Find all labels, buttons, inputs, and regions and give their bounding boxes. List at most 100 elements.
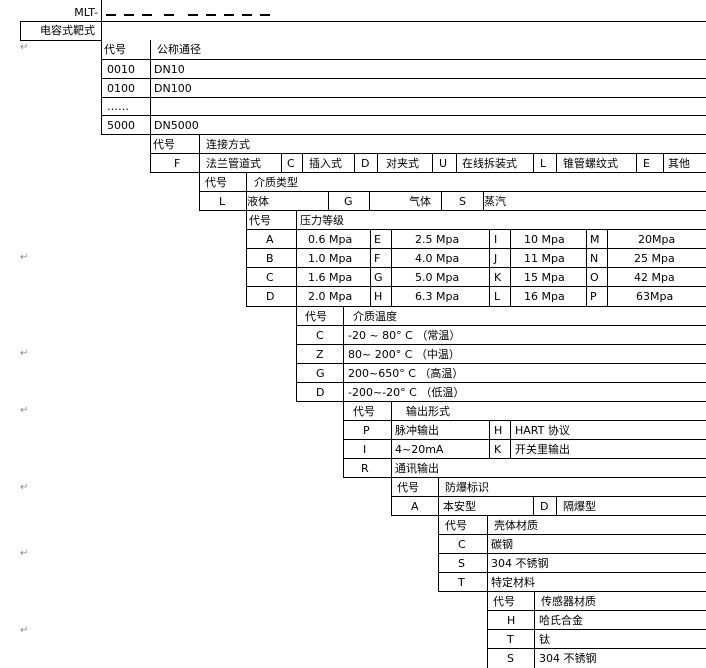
- output-code: K: [494, 443, 502, 456]
- medium-code: G: [344, 195, 353, 208]
- size-code: 0010: [107, 63, 135, 76]
- explosion-code-header: 代号: [397, 481, 419, 494]
- medium-code-header: 代号: [205, 176, 227, 189]
- pressure-value: 25 Mpa: [634, 252, 675, 265]
- temperature-value: 80~ 200° C （中温）: [348, 348, 460, 361]
- explosion-value: 隔爆型: [563, 500, 596, 513]
- connection-code: F: [174, 157, 181, 170]
- connection-title: 连接方式: [206, 138, 250, 151]
- connection-code-header: 代号: [153, 138, 175, 151]
- output-code: P: [363, 424, 370, 437]
- output-code: R: [361, 462, 369, 475]
- explosion-code: A: [411, 500, 419, 513]
- pressure-code: O: [590, 271, 599, 284]
- pressure-code: H: [374, 290, 383, 303]
- housing-code: C: [458, 538, 466, 551]
- pressure-value: 63Mpa: [636, 290, 674, 303]
- connection-code: C: [287, 157, 295, 170]
- connection-value: 锥管螺纹式: [563, 157, 618, 170]
- sensor-title: 传感器材质: [541, 595, 596, 608]
- pressure-value: 0.6 Mpa: [308, 233, 353, 246]
- output-title: 输出形式: [406, 405, 450, 418]
- size-code: 0100: [107, 82, 135, 95]
- size-value: DN5000: [154, 119, 199, 132]
- housing-code: T: [458, 576, 465, 589]
- pressure-code: I: [494, 233, 498, 246]
- pressure-code: P: [590, 290, 597, 303]
- size-title: 公称通径: [157, 43, 201, 56]
- pressure-code: F: [374, 252, 381, 265]
- pressure-value: 2.5 Mpa: [415, 233, 460, 246]
- sensor-value: 哈氏合金: [539, 614, 583, 627]
- temperature-code: D: [316, 386, 325, 399]
- size-value: DN100: [154, 82, 192, 95]
- size-code-header: 代号: [104, 43, 126, 56]
- size-value: DN10: [154, 63, 185, 76]
- temperature-code: Z: [316, 348, 324, 361]
- housing-code: S: [458, 557, 465, 570]
- connection-value: 在线拆装式: [462, 157, 517, 170]
- pressure-code: N: [590, 252, 599, 265]
- housing-value: 特定材料: [491, 576, 535, 589]
- explosion-title: 防爆标识: [445, 481, 489, 494]
- output-value: 通讯输出: [395, 462, 439, 475]
- medium-value: 气体: [409, 195, 431, 208]
- pressure-value: 6.3 Mpa: [415, 290, 460, 303]
- medium-value: 蒸汽: [484, 195, 506, 208]
- pressure-value: 2.0 Mpa: [308, 290, 353, 303]
- pressure-value: 42 Mpa: [634, 271, 675, 284]
- output-value: HART 协议: [515, 424, 570, 437]
- pressure-code: C: [266, 271, 274, 284]
- temperature-value: -200~-20° C （低温）: [348, 386, 465, 399]
- medium-code: L: [219, 195, 226, 208]
- connection-code: L: [540, 157, 547, 170]
- pressure-value: 20Mpa: [638, 233, 676, 246]
- header-line: [20, 21, 706, 22]
- pressure-value: 4.0 Mpa: [415, 252, 460, 265]
- output-code-header: 代号: [353, 405, 375, 418]
- medium-code: S: [459, 195, 466, 208]
- temperature-title: 介质温度: [353, 310, 397, 323]
- pressure-code: J: [494, 252, 498, 265]
- size-code: ……: [107, 100, 129, 113]
- temperature-code: G: [316, 367, 325, 380]
- meter-type-bottom: [20, 40, 102, 41]
- pressure-value: 16 Mpa: [524, 290, 565, 303]
- model-prefix: MLT-: [74, 6, 98, 19]
- sensor-code: S: [507, 652, 514, 665]
- output-code: I: [363, 443, 367, 456]
- temperature-value: 200~650° C （高温）: [348, 367, 464, 380]
- pressure-code: L: [494, 290, 501, 303]
- header-divider: [101, 0, 102, 40]
- connection-value: 其他: [668, 157, 690, 170]
- medium-title: 介质类型: [254, 176, 298, 189]
- connection-code: E: [643, 157, 650, 170]
- pressure-code: G: [374, 271, 383, 284]
- sensor-code-header: 代号: [493, 595, 515, 608]
- output-value: 开关里输出: [515, 443, 570, 456]
- medium-value: 液体: [247, 195, 269, 208]
- pressure-code: A: [266, 233, 274, 246]
- explosion-code: D: [540, 500, 549, 513]
- pressure-code-header: 代号: [249, 214, 271, 227]
- sensor-value: 钛: [539, 633, 550, 646]
- output-value: 脉冲输出: [395, 424, 439, 437]
- pressure-code: K: [494, 271, 502, 284]
- housing-code-header: 代号: [445, 519, 467, 532]
- connection-value: 插入式: [309, 157, 342, 170]
- meter-type: 电容式靶式: [40, 24, 95, 37]
- sensor-value: 304 不锈钢: [539, 652, 597, 665]
- temperature-code-header: 代号: [305, 310, 327, 323]
- pressure-value: 5.0 Mpa: [415, 271, 460, 284]
- output-code: H: [494, 424, 503, 437]
- pressure-code: B: [266, 252, 274, 265]
- connection-value: 法兰管道式: [206, 157, 261, 170]
- pressure-value: 1.6 Mpa: [308, 271, 353, 284]
- pressure-value: 1.0 Mpa: [308, 252, 353, 265]
- housing-value: 304 不锈钢: [491, 557, 549, 570]
- connection-code: U: [439, 157, 448, 170]
- sensor-code: T: [507, 633, 514, 646]
- pressure-code: D: [266, 290, 275, 303]
- explosion-value: 本安型: [443, 500, 476, 513]
- output-value: 4~20mA: [395, 443, 444, 456]
